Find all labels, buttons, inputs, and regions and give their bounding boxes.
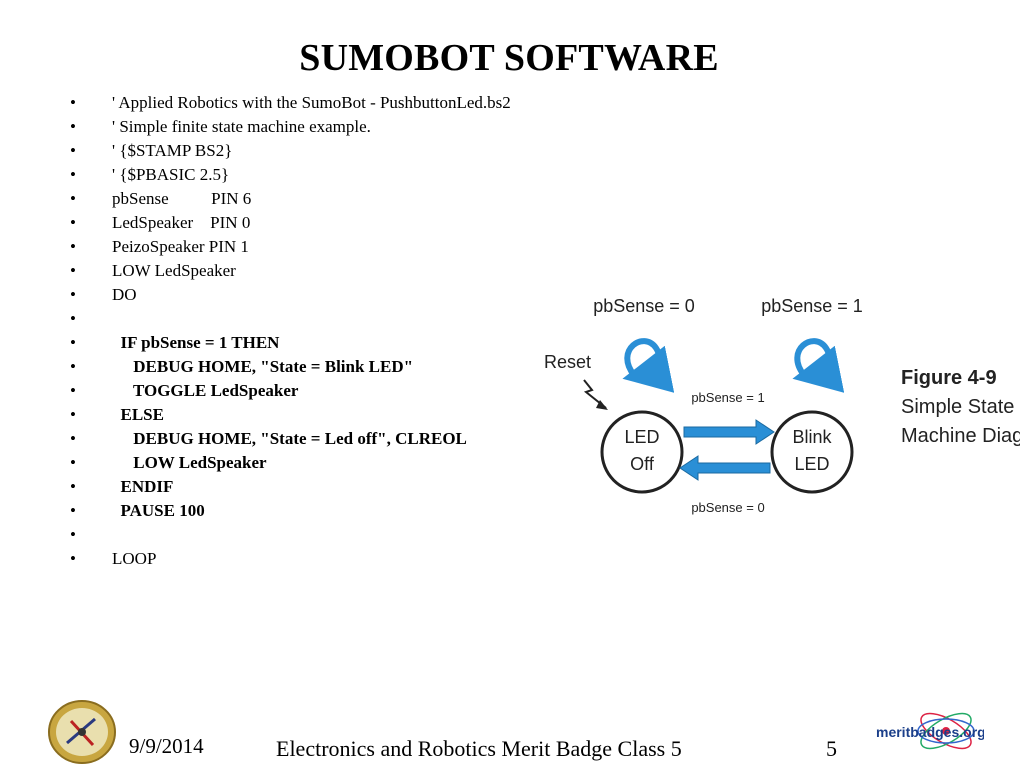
footer-title: Electronics and Robotics Merit Badge Cla… [276,736,682,761]
bullet-icon: • [70,501,76,520]
code-line-text: IF pbSense = 1 THEN [112,333,280,352]
bullet-icon: • [70,333,76,352]
figure-title: Figure 4-9 [901,367,997,389]
bullet-icon: • [70,117,76,136]
bullet-icon: • [70,429,76,448]
code-line-text: ' {$STAMP BS2} [112,141,233,160]
figure-caption-line2: Machine Diagram [901,425,1020,447]
bullet-icon: • [70,237,76,256]
bullet-icon: • [70,189,76,208]
state-led-off-line2: Off [630,454,655,474]
svg-text:meritbadges.org: meritbadges.org [876,724,984,740]
bullet-icon: • [70,453,76,472]
code-line-text: ' {$PBASIC 2.5} [112,165,230,184]
bullet-icon: • [70,405,76,424]
code-line-text: TOGGLE LedSpeaker [112,381,299,400]
pbsense-0-label: pbSense = 0 [593,296,695,316]
reset-arrow [583,379,607,409]
bullet-icon: • [70,309,76,328]
state-blink-line2: LED [794,454,829,474]
pbsense-1-label: pbSense = 1 [761,296,863,316]
figure-caption-line1: Simple State [901,396,1014,418]
bullet-icon: • [70,213,76,232]
code-line-text: DEBUG HOME, "State = Led off", CLREOL [112,429,467,448]
code-line-text: DO [112,285,137,304]
state-blink-line1: Blink [792,427,832,447]
reset-label: Reset [544,352,591,372]
bullet-icon: • [70,549,76,568]
code-line-text: LedSpeaker PIN 0 [112,213,251,232]
arrow-off-to-blink [683,419,775,445]
meritbadges-logo: meritbadges.org [874,703,986,764]
bullet-icon: • [70,477,76,496]
code-line-text: PAUSE 100 [112,501,205,520]
state-machine-diagram: pbSense = 0 pbSense = 1 Reset LED Off Bl… [534,290,1024,535]
code-line-text: LOOP [112,549,157,568]
transition-top-label: pbSense = 1 [691,390,764,405]
code-line-text: PeizoSpeaker PIN 1 [112,237,249,256]
code-line-text: ENDIF [112,477,174,496]
code-line-text: DEBUG HOME, "State = Blink LED" [112,357,414,376]
code-line-text: LOW LedSpeaker [112,453,267,472]
code-line-text: pbSense PIN 6 [112,189,252,208]
code-line-text: ' Applied Robotics with the SumoBot - Pu… [112,93,511,112]
state-led-off [600,410,684,494]
bullet-icon: • [70,93,76,112]
footer-date: 9/9/2014 [129,734,204,758]
code-line-text: LOW LedSpeaker [112,261,236,280]
self-loop-blink [792,338,845,393]
self-loop-off [622,338,675,393]
arrow-blink-to-off [679,455,771,481]
bullet-icon: • [70,165,76,184]
code-line-text: ' Simple finite state machine example. [112,117,371,136]
bullet-icon: • [70,381,76,400]
state-led-off-line1: LED [624,427,659,447]
merit-badge-logo [47,699,117,770]
page-number: 5 [826,736,837,761]
transition-bottom-label: pbSense = 0 [691,500,764,515]
state-blink-led [770,410,854,494]
bullet-icon: • [70,261,76,280]
bullet-icon: • [70,141,76,160]
bullet-icon: • [70,285,76,304]
slide-title: SUMOBOT SOFTWARE [299,37,719,79]
bullet-icon: • [70,357,76,376]
code-line-text: ELSE [112,405,164,424]
bullet-icon: • [70,525,76,544]
